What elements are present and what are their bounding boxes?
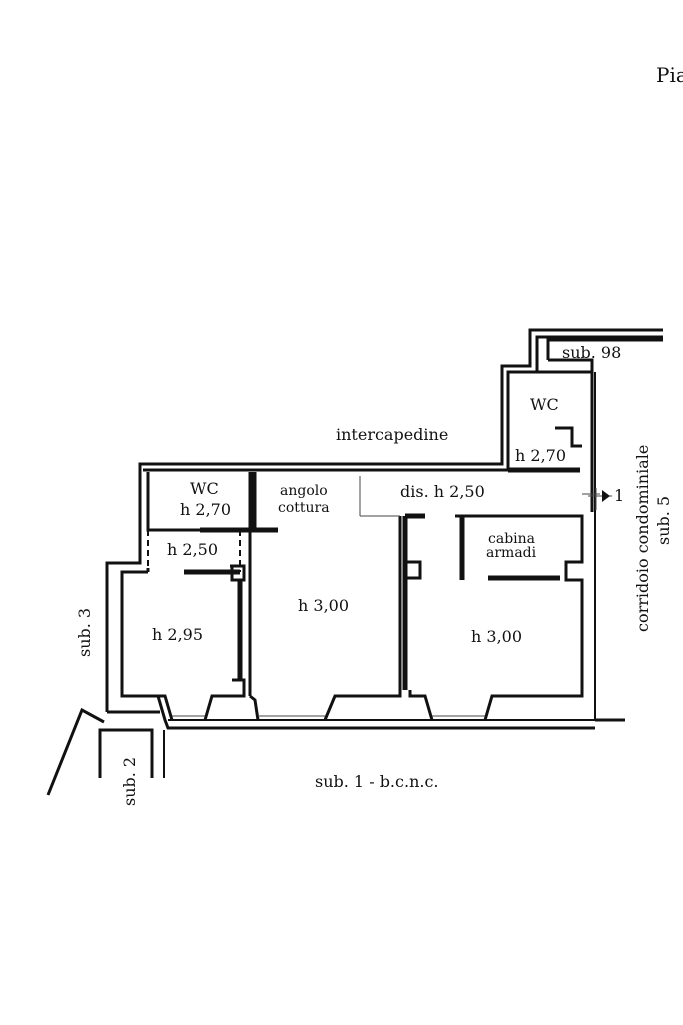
floor-label: Pia (656, 63, 683, 87)
facade-walls (107, 695, 625, 730)
neighbour-walls (46, 707, 165, 796)
sub2-label: sub. 2 (120, 757, 139, 806)
bedroom-right-walls (408, 493, 600, 721)
bedroom-left-walls (120, 564, 246, 721)
wardrobe-name-line1: cabina (488, 531, 535, 547)
kitchen-name-line1: angolo (280, 483, 328, 499)
corridor-condominiale-label: corridoio condominiale (633, 445, 652, 632)
wc-left-name: WC (190, 479, 219, 498)
kitchen-name-line2: cottura (278, 500, 330, 516)
living-height: h 3,00 (298, 596, 349, 615)
sub1-label: sub. 1 - b.c.n.c. (315, 772, 439, 791)
sub3-label: sub. 3 (75, 608, 94, 657)
bedroom-left-height: h 2,95 (152, 625, 203, 644)
entrance-marker: 1 (588, 486, 624, 510)
corridor-small-height: h 2,50 (167, 540, 218, 559)
bedroom-right-height: h 3,00 (471, 627, 522, 646)
wc-top-name: WC (530, 395, 559, 414)
sub98-label: sub. 98 (562, 343, 621, 362)
living-walls (248, 476, 425, 721)
hall-label: dis. h 2,50 (400, 482, 485, 501)
wc-left-walls (146, 472, 278, 572)
entrance-number: 1 (614, 486, 624, 505)
wc-top-walls (506, 370, 594, 473)
wardrobe-name-line2: armadi (486, 545, 537, 561)
outer-walls (105, 328, 663, 720)
wc-top-height: h 2,70 (515, 446, 566, 465)
intercapedine-label: intercapedine (336, 425, 448, 444)
corridor-sub5-label: sub. 5 (654, 496, 673, 545)
wc-left-height: h 2,70 (180, 500, 231, 519)
